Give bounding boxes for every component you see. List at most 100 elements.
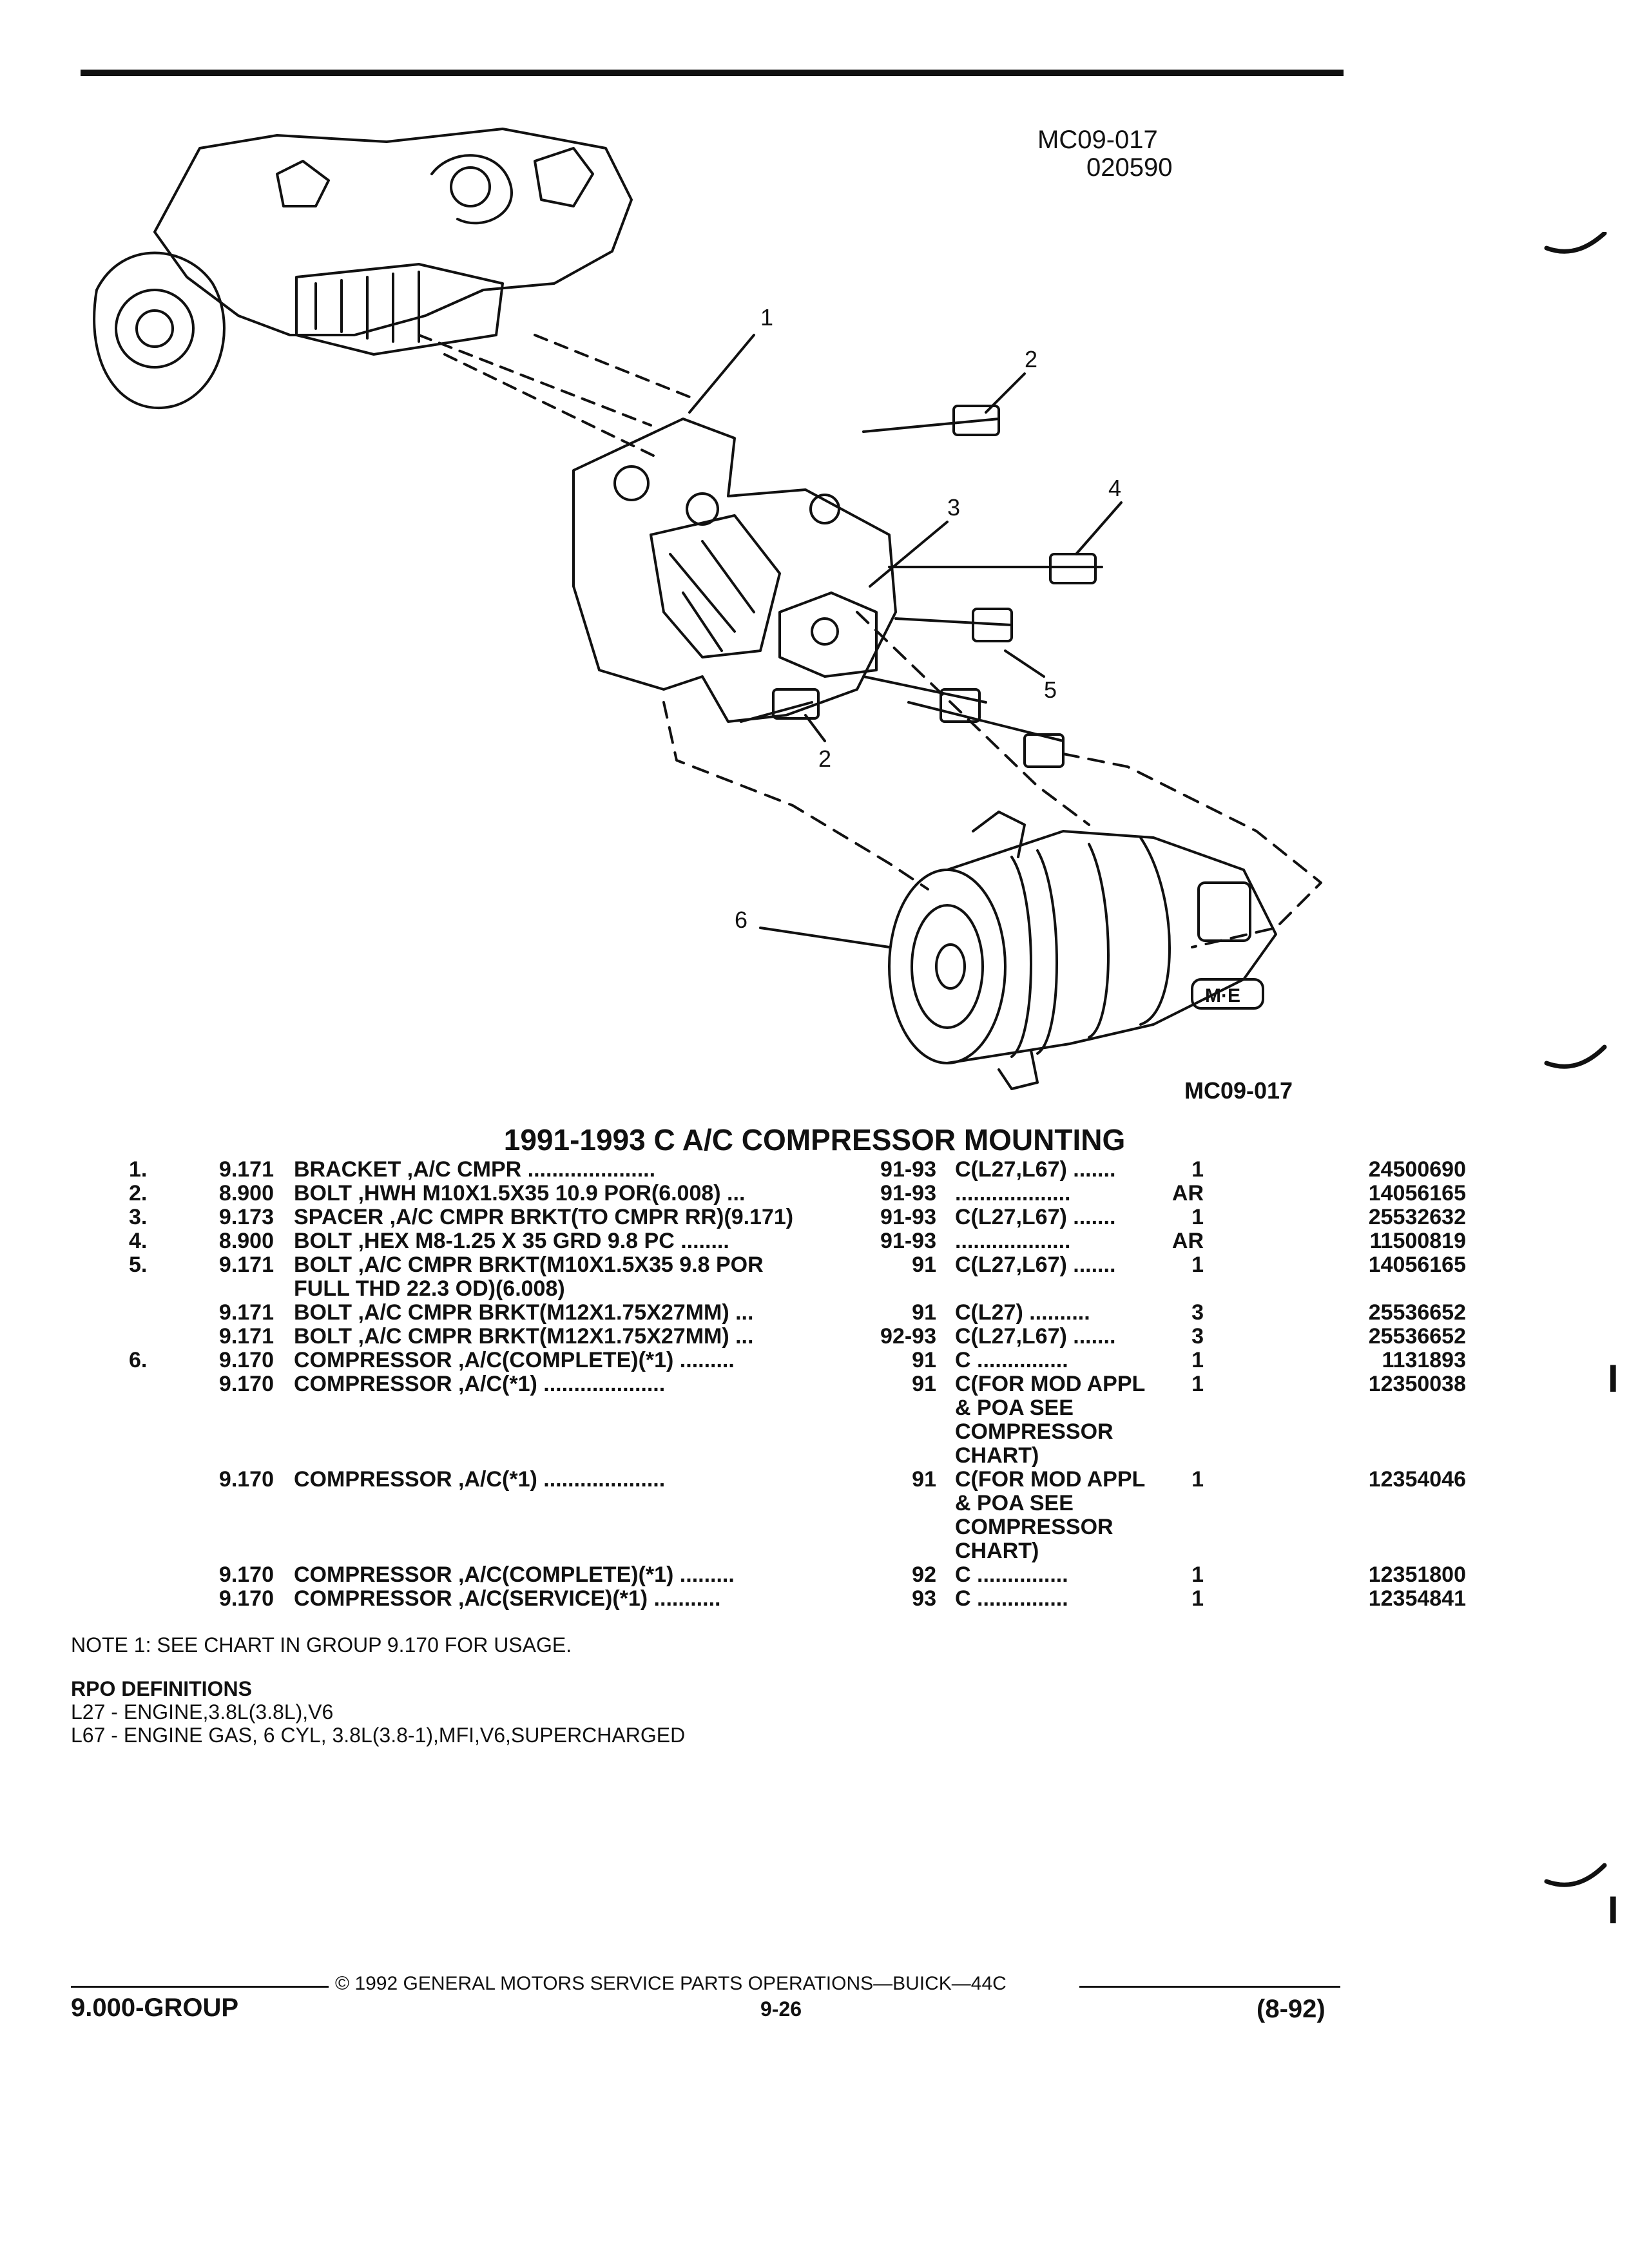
quantity: 1 xyxy=(1191,1348,1204,1372)
callout-4: 4 xyxy=(1108,475,1121,501)
parts-row: 9.170 COMPRESSOR ,A/C(*1) ..............… xyxy=(129,1372,1466,1468)
engine-front-cover xyxy=(93,251,226,410)
parts-row: 3. 9.173 SPACER ,A/C CMPR BRKT(TO CMPR R… xyxy=(129,1205,1466,1229)
part-description: BOLT ,HEX M8-1.25 X 35 GRD 9.8 PC ......… xyxy=(294,1229,729,1253)
parts-row: 1. 9.171 BRACKET ,A/C CMPR .............… xyxy=(129,1157,1466,1182)
item-index: 6. xyxy=(129,1348,148,1372)
quantity: 1 xyxy=(1191,1586,1204,1611)
footer-rule-right xyxy=(1079,1986,1340,1988)
top-rule xyxy=(81,70,1344,76)
part-number: 25536652 xyxy=(1368,1324,1466,1349)
quantity: 1 xyxy=(1191,1253,1204,1277)
quantity: 1 xyxy=(1191,1157,1204,1182)
bolt-2-lower xyxy=(740,688,820,723)
figure-code: MC09-017 xyxy=(1184,1077,1293,1104)
parts-row: 9.171 BOLT ,A/C CMPR BRKT(M12X1.75X27MM)… xyxy=(129,1300,1466,1325)
group-number: 9.170 xyxy=(218,1467,274,1492)
callout-6: 6 xyxy=(735,907,747,933)
group-number: 9.170 xyxy=(218,1562,274,1587)
model-years: 93 xyxy=(912,1586,936,1611)
part-number: 1131893 xyxy=(1382,1348,1467,1372)
model-years: 91-93 xyxy=(880,1229,936,1253)
application: C(L27,L67) ....... xyxy=(955,1205,1116,1229)
binding-marks xyxy=(1544,232,1607,1887)
group-number: 9.170 xyxy=(218,1372,274,1396)
callout-5: 5 xyxy=(1044,677,1057,703)
group-number: 8.900 xyxy=(218,1181,274,1206)
application: C(FOR MOD APPL & POA SEE COMPRESSOR CHAR… xyxy=(955,1467,1146,1563)
part-number: 12351800 xyxy=(1368,1562,1466,1587)
group-number: 9.171 xyxy=(218,1253,274,1277)
parts-row: 9.170 COMPRESSOR ,A/C(*1) ..............… xyxy=(129,1467,1466,1563)
margin-mark: I xyxy=(1608,1888,1619,1932)
rpo-definitions: RPO DEFINITIONS L27 - ENGINE,3.8L(3.8L),… xyxy=(71,1677,685,1747)
model-years: 91-93 xyxy=(880,1157,936,1182)
exploded-diagram: 1 2 3 4 5 2 6 M·E xyxy=(93,128,1322,1090)
bolt-5a xyxy=(894,608,1013,642)
rpo-line: L27 - ENGINE,3.8L(3.8L),V6 xyxy=(71,1700,334,1724)
group-number: 9.171 xyxy=(218,1157,274,1182)
quantity: 1 xyxy=(1191,1205,1204,1229)
part-number: 14056165 xyxy=(1368,1181,1466,1206)
quantity: 3 xyxy=(1191,1324,1204,1349)
application: C ............... xyxy=(955,1586,1068,1611)
quantity: 3 xyxy=(1191,1300,1204,1325)
callout-2-lower: 2 xyxy=(818,745,831,772)
item-index: 1. xyxy=(129,1157,148,1182)
group-number: 9.171 xyxy=(218,1324,274,1349)
parts-row: 6. 9.170 COMPRESSOR ,A/C(COMPLETE)(*1) .… xyxy=(129,1348,1466,1372)
part-description: BOLT ,HWH M10X1.5X35 10.9 POR(6.008) ... xyxy=(294,1181,746,1206)
item-index: 4. xyxy=(129,1229,148,1253)
model-years: 91 xyxy=(912,1300,936,1325)
model-years: 91 xyxy=(912,1253,936,1277)
parts-row: 2. 8.900 BOLT ,HWH M10X1.5X35 10.9 POR(6… xyxy=(129,1181,1466,1206)
model-years: 92 xyxy=(912,1562,936,1587)
figure-ref-code: MC09-017 xyxy=(1037,126,1158,154)
application: C(FOR MOD APPL & POA SEE COMPRESSOR CHAR… xyxy=(955,1372,1146,1468)
part-number: 12350038 xyxy=(1368,1372,1466,1396)
rpo-line: L67 - ENGINE GAS, 6 CYL, 3.8L(3.8-1),MFI… xyxy=(71,1724,686,1747)
group-number: 9.171 xyxy=(218,1300,274,1325)
bolt-5c xyxy=(907,701,1065,768)
ac-compressor xyxy=(888,811,1277,1090)
model-years: 91 xyxy=(912,1348,936,1372)
part-number: 14056165 xyxy=(1368,1253,1466,1277)
callout-1: 1 xyxy=(760,304,773,331)
bolt-2-upper xyxy=(862,405,1000,436)
figure-ref-date: 020590 xyxy=(1086,153,1173,182)
application: ................... xyxy=(955,1229,1071,1253)
section-title: 1991-1993 C A/C COMPRESSOR MOUNTING xyxy=(503,1123,1126,1157)
model-years: 91-93 xyxy=(880,1181,936,1206)
bolt-5b xyxy=(862,675,987,723)
callout-2-upper: 2 xyxy=(1025,346,1037,372)
group-number: 9.173 xyxy=(218,1205,274,1229)
application: ................... xyxy=(955,1181,1071,1206)
part-number: 25532632 xyxy=(1368,1205,1466,1229)
part-description: BRACKET ,A/C CMPR ..................... xyxy=(294,1157,656,1182)
model-years: 91 xyxy=(912,1467,936,1492)
margin-mark: I xyxy=(1608,1357,1619,1400)
application: C ............... xyxy=(955,1348,1068,1372)
engine-block-outline xyxy=(153,128,633,336)
part-description: COMPRESSOR ,A/C(*1) .................... xyxy=(294,1467,666,1492)
application: C(L27,L67) ....... xyxy=(955,1253,1116,1277)
part-number: 24500690 xyxy=(1368,1157,1466,1182)
ac-bracket xyxy=(572,418,897,723)
group-number: 9.170 xyxy=(218,1586,274,1611)
footer-date: (8-92) xyxy=(1257,1995,1325,2023)
item-index: 5. xyxy=(129,1253,148,1277)
group-number: 8.900 xyxy=(218,1229,274,1253)
application: C(L27,L67) ....... xyxy=(955,1157,1116,1182)
footer-group: 9.000-GROUP xyxy=(71,1994,239,2022)
ac-spacer xyxy=(778,591,878,678)
parts-list: 1. 9.171 BRACKET ,A/C CMPR .............… xyxy=(129,1157,1466,1611)
part-description: BOLT ,A/C CMPR BRKT(M12X1.75X27MM) ... xyxy=(294,1324,754,1349)
footer-page-number: 9-26 xyxy=(760,1997,802,2021)
application: C(L27) .......... xyxy=(955,1300,1090,1325)
parts-row: 9.171 BOLT ,A/C CMPR BRKT(M12X1.75X27MM)… xyxy=(129,1324,1466,1349)
usage-note: NOTE 1: SEE CHART IN GROUP 9.170 FOR USA… xyxy=(71,1633,572,1657)
item-index: 3. xyxy=(129,1205,148,1229)
part-description: COMPRESSOR ,A/C(*1) .................... xyxy=(294,1372,666,1396)
footer-copyright: © 1992 GENERAL MOTORS SERVICE PARTS OPER… xyxy=(335,1973,1007,1994)
model-years: 91 xyxy=(912,1372,936,1396)
